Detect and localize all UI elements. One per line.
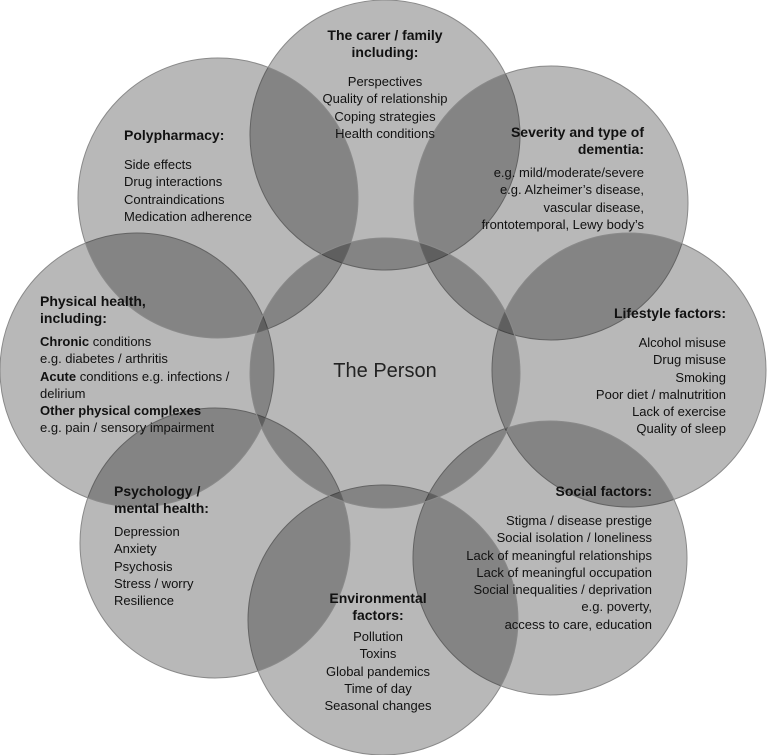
environmental-text: Environmental factors: Pollution Toxins … [300, 590, 456, 714]
center-label-the-person: The Person [333, 360, 437, 382]
physical-title: Physical health, including: [40, 293, 146, 326]
lifestyle-item: Drug misuse [653, 352, 726, 368]
physical-other-line: Other physical complexes [40, 402, 260, 419]
carer-item: Perspectives [347, 74, 423, 89]
polypharmacy-item: Side effects [124, 157, 192, 172]
lifestyle-item: Lack of exercise [632, 404, 726, 420]
circle-polypharmacy [77, 57, 359, 339]
psychology-item: Resilience [114, 593, 174, 609]
lifestyle-item: Smoking [675, 369, 726, 385]
carer-item: Health conditions [335, 125, 435, 141]
physical-acute-eg: delirium [40, 385, 86, 401]
severity-item: frontotemporal, Lewy body’s [481, 216, 644, 232]
polypharmacy-text: Polypharmacy: Side effects Drug interact… [124, 127, 284, 225]
environmental-item: Time of day [344, 680, 412, 696]
lifestyle-item: Quality of sleep [636, 421, 726, 437]
psychology-item: Anxiety [114, 541, 157, 557]
circle-physical [0, 232, 275, 508]
psychology-item: Stress / worry [114, 575, 194, 591]
social-item: Stigma / disease prestige [506, 513, 652, 528]
physical-chronic-bold: Chronic [40, 334, 90, 349]
physical-other-eg: e.g. pain / sensory impairment [40, 420, 215, 436]
social-item: Social inequalities / deprivation [473, 582, 653, 598]
circle-psychology [79, 407, 351, 679]
physical-acute-line: Acute conditions e.g. infections / [40, 368, 260, 385]
severity-item: vascular disease, [543, 199, 644, 215]
circle-person [249, 237, 521, 509]
physical-chronic-line: Chronic conditions [40, 333, 260, 350]
psychology-item: Psychosis [114, 558, 173, 574]
polypharmacy-item: Contraindications [124, 191, 225, 207]
environmental-item: Toxins [359, 646, 397, 662]
psychology-item: Depression [114, 524, 180, 539]
lifestyle-text: Lifestyle factors: Alcohol misuse Drug m… [540, 305, 726, 438]
social-item: access to care, education [504, 616, 652, 632]
social-item: e.g. poverty, [581, 599, 652, 615]
physical-other-bold: Other physical complexes [40, 403, 202, 419]
psychology-title: Psychology / mental health: [114, 483, 209, 516]
circle-severity [413, 65, 689, 341]
carer-title: The carer / family including: [327, 27, 443, 60]
circle-social [412, 420, 688, 696]
severity-title: Severity and type of dementia: [510, 124, 644, 157]
severity-item: e.g. Alzheimer’s disease, [499, 182, 644, 198]
social-text: Social factors: Stigma / disease prestig… [420, 483, 652, 633]
social-item: Lack of meaningful occupation [476, 564, 652, 580]
polypharmacy-title: Polypharmacy: [124, 127, 225, 143]
polypharmacy-item: Medication adherence [124, 208, 252, 224]
physical-acute-bold: Acute [40, 368, 77, 384]
physical-text: Physical health, including: Chronic cond… [40, 293, 260, 437]
physical-chronic-rest: conditions [89, 334, 152, 349]
lifestyle-title: Lifestyle factors: [613, 305, 726, 321]
severity-text: Severity and type of dementia: e.g. mild… [430, 124, 644, 233]
carer-text: The carer / family including: Perspectiv… [300, 27, 470, 142]
lifestyle-item: Alcohol misuse [638, 335, 726, 350]
psychology-text: Psychology / mental health: Depression A… [114, 483, 244, 609]
lifestyle-item: Poor diet / malnutrition [595, 386, 726, 402]
environmental-item: Global pandemics [325, 663, 431, 679]
environmental-item: Seasonal changes [324, 698, 432, 714]
environmental-title: Environmental factors: [329, 590, 427, 623]
physical-chronic-eg: e.g. diabetes / arthritis [40, 351, 168, 367]
severity-item: e.g. mild/moderate/severe [493, 165, 644, 180]
circle-environmental [247, 484, 519, 755]
polypharmacy-item: Drug interactions [124, 174, 223, 190]
carer-item: Coping strategies [334, 108, 436, 124]
physical-acute-rest: conditions e.g. infections / [76, 368, 230, 384]
circle-carer [249, 0, 521, 271]
social-item: Lack of meaningful relationships [466, 547, 652, 563]
environmental-item: Pollution [353, 629, 403, 644]
carer-item: Quality of relationship [322, 91, 448, 107]
circle-lifestyle [491, 232, 767, 508]
social-item: Social isolation / loneliness [496, 530, 652, 546]
social-title: Social factors: [555, 483, 652, 499]
